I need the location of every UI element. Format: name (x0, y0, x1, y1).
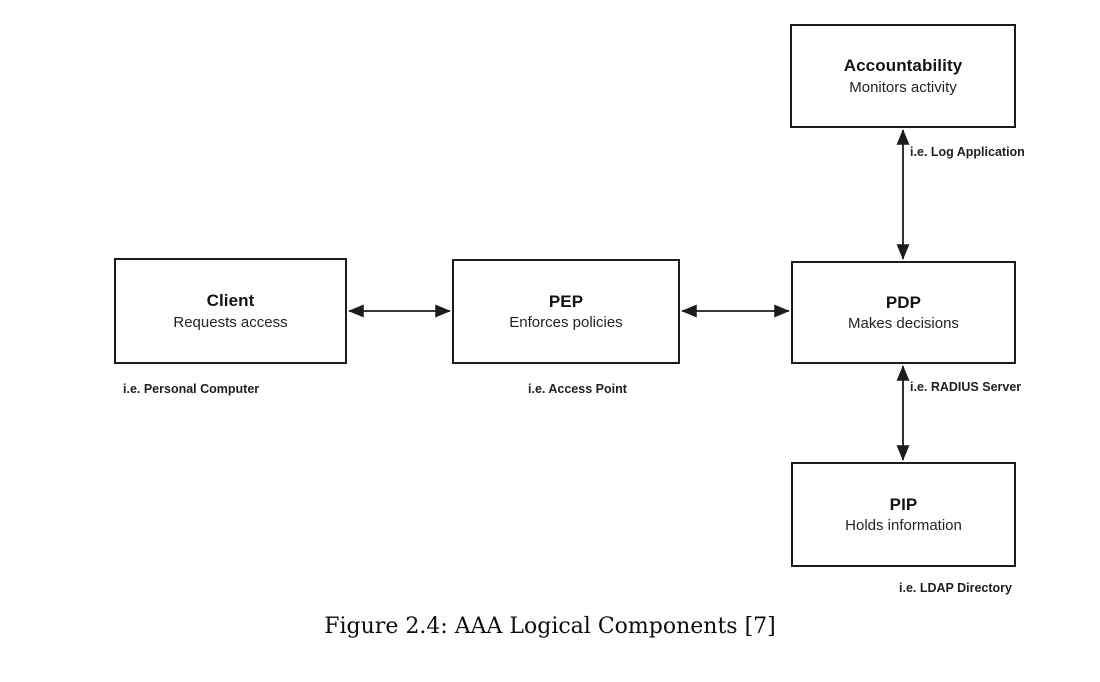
node-pep[interactable]: PEP Enforces policies (452, 259, 680, 364)
node-client[interactable]: Client Requests access (114, 258, 347, 364)
node-accountability-subtitle: Monitors activity (849, 78, 957, 96)
node-pip-title: PIP (889, 494, 918, 514)
hint-pip-example: i.e. LDAP Directory (899, 581, 1013, 595)
node-pip-subtitle: Holds information (845, 517, 962, 535)
node-pep-title: PEP (548, 291, 584, 311)
edge-label-radius-server: i.e. RADIUS Server (910, 380, 1022, 394)
edge-label-log-application: i.e. Log Application (910, 145, 1025, 159)
node-pip[interactable]: PIP Holds information (791, 462, 1016, 567)
figure-caption-text: AAA Logical Components [7] (454, 614, 776, 639)
node-pdp-title: PDP (885, 292, 922, 312)
figure-caption: Figure 2.4:AAA Logical Components [7] (0, 614, 1100, 639)
node-pdp[interactable]: PDP Makes decisions (791, 261, 1016, 364)
node-pep-subtitle: Enforces policies (509, 314, 623, 332)
node-client-subtitle: Requests access (173, 313, 288, 331)
node-client-title: Client (206, 291, 255, 311)
node-pdp-subtitle: Makes decisions (848, 315, 959, 333)
node-accountability[interactable]: Accountability Monitors activity (790, 24, 1016, 128)
hint-client-example: i.e. Personal Computer (123, 382, 260, 396)
figure-caption-prefix: Figure 2.4: (324, 614, 448, 639)
node-accountability-title: Accountability (843, 56, 963, 76)
hint-pep-example: i.e. Access Point (528, 382, 627, 396)
